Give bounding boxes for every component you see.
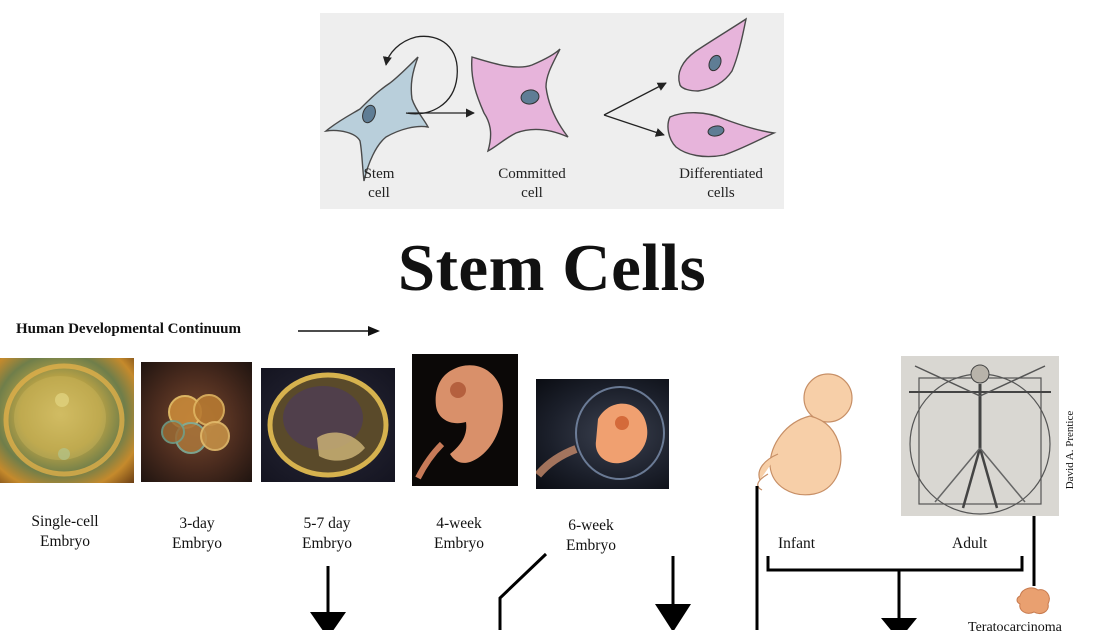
differentiated-cell-upper-nucleus (708, 54, 722, 72)
four-week-embryo-image (412, 354, 518, 486)
continuum-header: Human Developmental Continuum (16, 321, 241, 338)
five-to-seven-day-embryo-drawing (267, 372, 389, 478)
stem-cell-nucleus (362, 104, 376, 124)
self-renewal-arrow (382, 35, 458, 115)
infant-drawing (757, 373, 853, 496)
stage-label-adult: Adult (952, 535, 988, 552)
adult-stem-arrowhead (881, 618, 917, 630)
cell-diagram-drawing (323, 17, 777, 182)
three-day-embryo-image (141, 362, 252, 482)
single-cell-embryo-image (0, 358, 134, 483)
page-title: Stem Cells (397, 231, 707, 305)
teratocarcinoma-blob (1016, 587, 1050, 615)
branch-arrow-upper (603, 82, 667, 116)
four-week-embryo-drawing (415, 365, 503, 480)
stage-label-infant: Infant (778, 535, 816, 552)
continuum-header-text: Human Developmental Continuum (16, 321, 242, 337)
single-cell-embryo-drawing (3, 363, 125, 477)
infant-illustration (748, 370, 858, 500)
committed-cell-nucleus (520, 89, 540, 105)
three-day-embryo-drawing (161, 394, 230, 454)
six-week-arrowhead (655, 604, 691, 630)
committed-cell (470, 48, 569, 153)
differentiated-cell-upper (678, 17, 748, 92)
fetal-branch-line (498, 552, 548, 630)
vitruvian-drawing (909, 364, 1051, 515)
connector-lines (310, 486, 1050, 630)
infant-adult-bracket (766, 556, 1024, 572)
teratocarcinoma-label: Teratocarcinoma (968, 620, 1062, 635)
differentiated-cell-lower-nucleus (707, 125, 725, 137)
continuum-arrow (298, 326, 380, 336)
branch-arrow-lower (603, 114, 665, 137)
stem-cell (323, 56, 430, 182)
adult-vitruvian-figure (901, 356, 1059, 516)
image-credit-text: David A. Prentice (1064, 410, 1076, 490)
five-to-seven-day-embryo-image (261, 368, 395, 482)
five-to-seven-day-arrowhead (310, 612, 346, 630)
six-week-embryo-image (536, 379, 669, 489)
six-week-embryo-drawing (536, 386, 665, 480)
